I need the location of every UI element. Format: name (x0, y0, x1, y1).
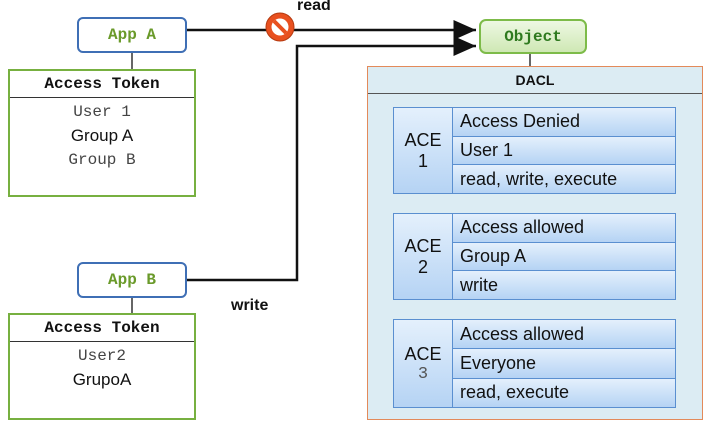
ace-type: Access allowed (453, 319, 676, 350)
ace-label-text: ACE (404, 343, 442, 364)
ace-type: Access allowed (453, 213, 676, 243)
token-b-title: Access Token (10, 315, 194, 342)
write-label: write (231, 297, 269, 314)
ace-label-1: ACE 1 (393, 107, 453, 194)
ace-trustee: Everyone (453, 348, 676, 379)
ace-rights: read, write, execute (453, 164, 676, 195)
ace-rights: read, execute (453, 377, 676, 408)
token-a-group-1: Group A (70, 126, 134, 145)
token-a-title: Access Token (10, 71, 194, 98)
object-label: Object (504, 27, 562, 46)
app-b-label: App B (107, 271, 156, 289)
ace-label-3: ACE 3 (393, 319, 453, 408)
read-label: read (297, 0, 331, 14)
ace-trustee: Group A (453, 241, 676, 272)
write-arrow (187, 36, 476, 282)
app-a-label: App A (107, 26, 156, 44)
app-a-box[interactable]: App A (77, 17, 187, 53)
access-token-a: Access Token User 1 Group A Group B (8, 69, 196, 197)
ace-label-text: ACE (404, 129, 442, 150)
prohibited-icon (265, 12, 295, 42)
ace-number: 2 (417, 256, 428, 277)
ace-entry-1[interactable]: ACE 1 Access Denied User 1 read, write, … (393, 107, 676, 195)
ace-entry-3[interactable]: ACE 3 Access allowed Everyone read, exec… (393, 319, 676, 408)
dacl-title: DACL (368, 67, 702, 94)
ace-label-text: ACE (404, 235, 442, 256)
ace-label-2: ACE 2 (393, 213, 453, 300)
token-a-group-2: Group B (68, 151, 136, 169)
ace-type: Access Denied (453, 107, 676, 137)
ace-trustee: User 1 (453, 135, 676, 166)
ace-entry-2[interactable]: ACE 2 Access allowed Group A write (393, 213, 676, 301)
ace-number: 3 (417, 364, 429, 384)
token-b-user: User2 (77, 347, 126, 365)
object-box[interactable]: Object (479, 19, 587, 54)
ace-rights: write (453, 270, 676, 301)
app-b-box[interactable]: App B (77, 262, 187, 298)
ace-number: 1 (417, 150, 428, 171)
token-b-group: GrupoA (72, 370, 132, 389)
token-a-user: User 1 (73, 103, 131, 121)
access-token-b: Access Token User2 GrupoA (8, 313, 196, 420)
